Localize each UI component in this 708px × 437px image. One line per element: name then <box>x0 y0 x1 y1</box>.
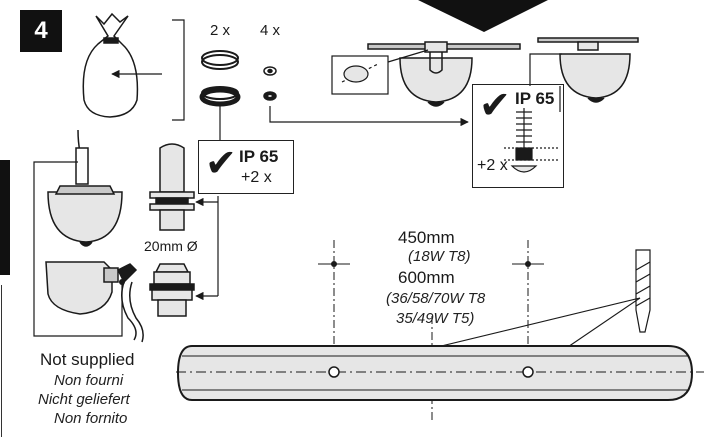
ip-quantity-right: +2 x <box>477 157 508 174</box>
dimension-600-note-2: 35/49W T5) <box>396 310 475 327</box>
ip65-box-left: ✔ IP 65 +2 x <box>198 140 294 194</box>
not-supplied-de: Nicht geliefert <box>38 391 130 408</box>
ip65-box-right: ✔ IP 65 +2 x <box>472 84 564 188</box>
step-number-badge: 4 <box>20 10 62 52</box>
gland-size-label: 20mm Ø <box>144 238 198 254</box>
cable-gland-icon <box>149 143 195 231</box>
dimension-600: 600mm <box>398 268 455 287</box>
tube-fixture <box>176 345 694 401</box>
gasket-quantity: 2 x <box>210 22 231 39</box>
wall-lamp-icon <box>45 261 144 343</box>
washer-quantity: 4 x <box>260 22 281 39</box>
direction-arrow-icon <box>418 0 548 32</box>
screw-icon <box>504 108 560 173</box>
checkmark-icon: ✔ <box>205 143 237 185</box>
pendant-lamp-icon <box>47 129 123 247</box>
not-supplied-fr: Non fourni <box>54 372 124 389</box>
dimension-600-note-1: (36/58/70W T8 <box>386 290 486 307</box>
cable-gland-icon <box>149 263 195 317</box>
washers-icon <box>263 66 277 101</box>
not-supplied-it: Non fornito <box>54 410 128 427</box>
drill-bit-icon <box>635 249 651 333</box>
checkmark-icon: ✔ <box>479 85 511 127</box>
bag-icon <box>82 12 139 118</box>
gasket-rings-icon <box>199 50 241 107</box>
side-tab-marker <box>0 160 10 275</box>
not-supplied-en: Not supplied <box>40 350 135 369</box>
side-margin-line <box>1 285 2 437</box>
ip-quantity-left: +2 x <box>241 169 272 186</box>
dimension-450-note: (18W T8) <box>408 248 471 265</box>
ip-rating-left: IP 65 <box>239 147 279 166</box>
lamp-icon <box>399 41 473 107</box>
lamp-icon <box>559 41 631 103</box>
ip-rating-right: IP 65 <box>515 89 555 108</box>
dimension-450: 450mm <box>398 228 455 247</box>
